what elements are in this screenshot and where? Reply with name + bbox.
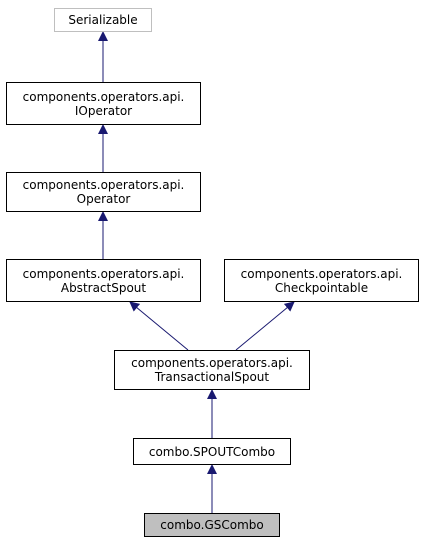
node-transactional-spout-package: components.operators.api. <box>131 356 293 370</box>
node-transactional-spout[interactable]: components.operators.api. TransactionalS… <box>114 350 310 390</box>
node-checkpointable-package: components.operators.api. <box>240 266 403 281</box>
edge-transactionalspout-to-abstractspout <box>129 301 189 351</box>
node-ioperator-class: IOperator <box>74 103 133 118</box>
node-abstract-spout-class: AbstractSpout <box>60 280 147 295</box>
node-checkpointable-class: Checkpointable <box>274 280 369 295</box>
node-serializable[interactable]: Serializable <box>54 8 152 32</box>
node-spout-combo-label: combo.SPOUTCombo <box>148 444 276 459</box>
node-transactional-spout-class: TransactionalSpout <box>154 370 270 384</box>
node-operator-package: components.operators.api. <box>22 178 185 192</box>
node-operator[interactable]: components.operators.api. Operator <box>6 172 201 212</box>
node-abstract-spout-package: components.operators.api. <box>22 266 185 281</box>
node-abstract-spout[interactable]: components.operators.api. AbstractSpout <box>6 259 201 302</box>
edge-transactionalspout-to-checkpointable <box>235 301 295 351</box>
node-ioperator[interactable]: components.operators.api. IOperator <box>6 82 201 125</box>
node-spout-combo[interactable]: combo.SPOUTCombo <box>133 438 291 465</box>
node-gs-combo-label: combo.GSCombo <box>160 518 264 532</box>
node-gs-combo: combo.GSCombo <box>144 513 280 537</box>
node-checkpointable[interactable]: components.operators.api. Checkpointable <box>224 259 419 302</box>
node-serializable-label: Serializable <box>68 13 138 27</box>
node-operator-class: Operator <box>76 192 131 206</box>
node-ioperator-package: components.operators.api. <box>22 89 185 104</box>
